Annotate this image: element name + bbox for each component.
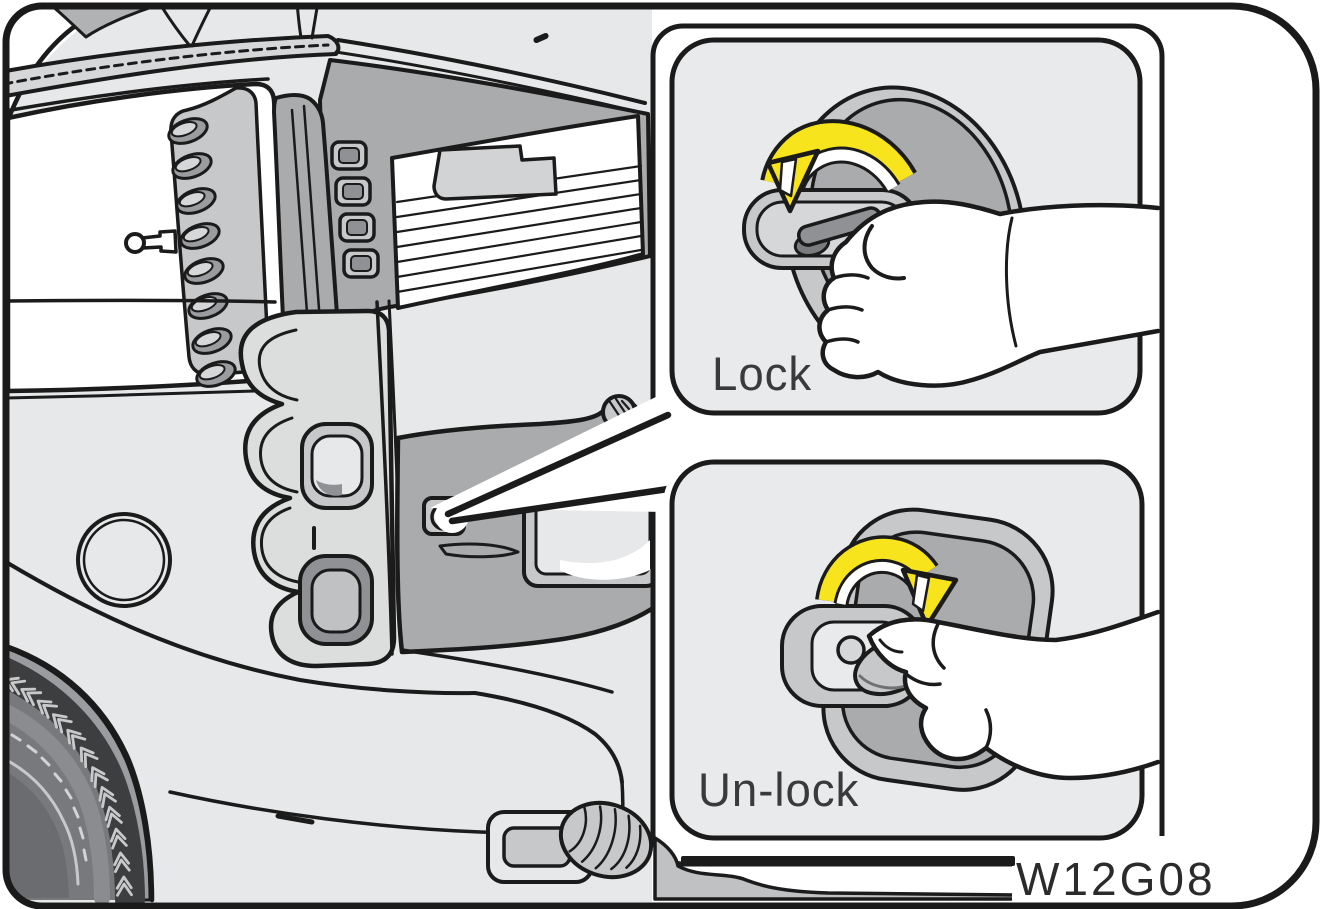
roof-edge — [50, 6, 154, 39]
panel-unlock — [663, 453, 1161, 847]
spoiler-edge — [336, 38, 647, 105]
ground-line — [681, 856, 1015, 866]
hand-turning-key — [866, 609, 1161, 781]
fuel-door — [76, 512, 172, 608]
antenna — [124, 229, 178, 254]
figure-code: W12G08 — [1016, 853, 1216, 905]
panel-lock — [663, 31, 1161, 422]
rear-window — [390, 114, 645, 310]
keyhole — [836, 635, 866, 665]
callout-pointer — [430, 392, 672, 533]
vent-louvers — [167, 117, 237, 388]
rear-tire — [6, 643, 155, 906]
curved-arrow-ccw-icon — [760, 119, 917, 214]
lock-label: Lock — [712, 347, 813, 400]
wiper-pivot-mark — [533, 32, 549, 44]
tire-tread — [6, 676, 133, 897]
unlock-label: Un-lock — [698, 763, 860, 816]
exhaust-tip — [558, 800, 654, 880]
hand-turning-key — [817, 199, 1161, 388]
bumper-top-line — [6, 560, 477, 696]
bumper-extension — [653, 836, 1016, 901]
tire-sidewall-text — [10, 733, 88, 862]
wiper-motor-cover — [432, 144, 558, 201]
pillar-vents — [330, 140, 380, 279]
roof-rail — [6, 34, 341, 99]
curved-arrow-cw-icon — [815, 535, 959, 629]
taillight-cluster — [238, 308, 397, 669]
